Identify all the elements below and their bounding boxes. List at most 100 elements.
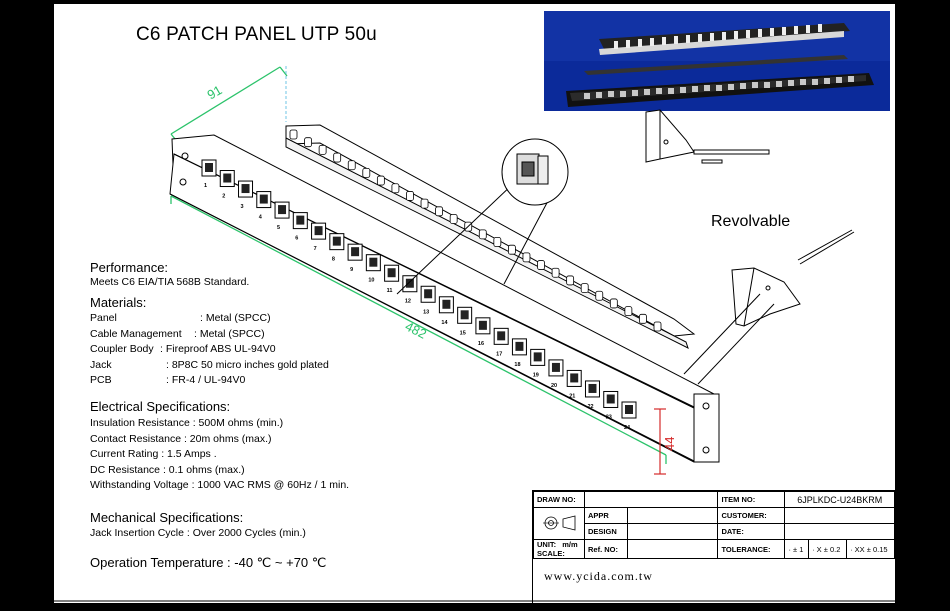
operation-temperature: Operation Temperature : -40 ℃ ~ +70 ℃ [90, 555, 327, 570]
electrical-line: Contact Resistance : 20m ohms (max.) [90, 432, 272, 445]
performance-heading: Performance: [90, 260, 169, 275]
date-label: DATE: [717, 523, 786, 540]
port-number: 24 [624, 425, 631, 431]
port-number: 19 [533, 372, 539, 378]
port-number: 3 [241, 204, 244, 210]
design-label: DESIGN [584, 523, 628, 540]
mechanical-heading: Mechanical Specifications: [90, 510, 244, 525]
performance-text: Meets C6 EIA/TIA 568B Standard. [90, 276, 250, 288]
electrical-line: Withstanding Voltage : 1000 VAC RMS @ 60… [90, 479, 350, 491]
cable-slot [522, 252, 531, 263]
cable-slot [653, 321, 662, 332]
ref-no-label: Ref. NO: [584, 539, 628, 559]
rj45-port: 13 [420, 285, 436, 315]
cable-slot [478, 229, 487, 240]
port-number: 13 [423, 309, 429, 315]
port-number: 22 [587, 404, 593, 410]
port-number: 12 [405, 299, 411, 305]
item-no-label: ITEM NO: [717, 491, 786, 508]
electrical-line: Insulation Resistance : 500M ohms (min.) [90, 417, 284, 429]
rj45-port: 19 [530, 348, 546, 378]
rj45-port: 4 [256, 191, 272, 221]
rj45-port: 21 [566, 369, 582, 399]
cable-slot [507, 244, 516, 255]
draw-no-label: DRAW NO: [533, 491, 585, 508]
unit-label: UNIT: [537, 540, 557, 549]
page-title: C6 PATCH PANEL UTP 50u [136, 24, 377, 45]
port-number: 16 [478, 341, 484, 347]
scale-label-text: SCALE: [537, 549, 565, 558]
cable-slots [289, 129, 662, 332]
port-number: 5 [277, 225, 280, 231]
design-value [626, 523, 719, 540]
materials-heading: Materials: [90, 295, 147, 310]
materials-value: : Fireproof ABS UL-94V0 [160, 343, 276, 355]
cable-slot [449, 214, 458, 224]
rj45-port: 15 [457, 306, 473, 336]
customer-value [784, 507, 895, 524]
port-number: 4 [259, 215, 263, 221]
tolerance-label: TOLERANCE: [717, 539, 786, 559]
port-number: 20 [551, 383, 557, 389]
port-number: 15 [460, 330, 466, 336]
materials-value: : 8P8C 50 micro inches gold plated [166, 358, 329, 371]
port-number: 17 [496, 351, 502, 357]
materials-value: : Metal (SPCC) [194, 327, 265, 340]
cable-slot [551, 267, 560, 278]
rj45-port: 17 [493, 327, 509, 357]
width-dimension [170, 195, 667, 464]
electrical-line: Current Rating : 1.5 Amps . [90, 448, 217, 460]
rj45-port: 5 [274, 201, 290, 231]
rj45-port: 20 [548, 359, 564, 389]
rj45-port: 12 [402, 275, 418, 305]
rj45-port: 22 [584, 380, 600, 410]
rj45-port: 6 [292, 212, 308, 242]
cable-slot [609, 298, 618, 309]
materials-key: Cable Management [90, 327, 182, 340]
appr-value [626, 507, 719, 524]
cable-slot [493, 237, 502, 247]
cable-slot [333, 152, 342, 163]
side-bracket-top [645, 109, 770, 164]
mechanical-text: Jack Insertion Cycle : Over 2000 Cycles … [90, 527, 306, 539]
port-number: 1 [204, 183, 207, 189]
rj45-port: 23 [603, 390, 619, 420]
tolerance-3: · XX ± 0.15 [846, 539, 895, 559]
cable-slot [580, 283, 589, 294]
date-value [784, 523, 895, 540]
drawing-sheet: C6 PATCH PANEL UTP 50u [54, 4, 895, 603]
cable-slot [362, 167, 371, 178]
rj45-port: 1 [201, 159, 217, 189]
item-no-value: 6JPLKDC-U24BKRM [784, 491, 895, 508]
cable-slot [318, 144, 327, 155]
product-photo [544, 11, 890, 111]
port-number: 9 [350, 267, 353, 273]
port-number: 6 [295, 236, 298, 242]
rj45-port: 2 [219, 170, 235, 200]
materials-list: Panel : Metal (SPCC) Cable Management : … [90, 311, 390, 389]
height-dimension [654, 408, 666, 475]
projection-icon [543, 514, 576, 531]
rj45-port: 18 [511, 338, 527, 368]
rj45-port: 7 [311, 222, 327, 252]
front-panel [169, 134, 720, 463]
tolerance-2: · X ± 0.2 [808, 539, 848, 559]
cable-slot [639, 313, 647, 324]
customer-label: CUSTOMER: [717, 507, 786, 524]
materials-row-coupler-body: Coupler Body : Fireproof ABS UL-94V0 [90, 342, 390, 358]
materials-value: : Metal (SPCC) [200, 312, 271, 324]
port-number: 7 [314, 246, 317, 252]
cable-slot [537, 260, 545, 270]
materials-key: Jack [90, 358, 112, 371]
port-number: 18 [514, 362, 520, 368]
port-number: 23 [606, 414, 612, 420]
appr-label: APPR [584, 507, 628, 524]
cable-slot [391, 183, 400, 194]
unit-value: m/m [562, 540, 578, 549]
materials-key: Coupler Body [90, 343, 154, 355]
rj45-port: 3 [238, 180, 254, 210]
port-number: 2 [222, 194, 225, 200]
materials-row-pcb: PCB : FR-4 / UL-94V0 [90, 373, 390, 389]
materials-row-panel: Panel : Metal (SPCC) [90, 311, 390, 327]
